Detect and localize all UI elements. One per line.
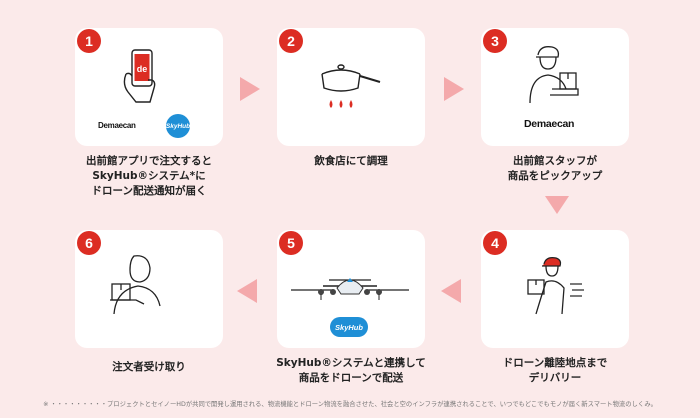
caption-line: 注文者受け取り — [112, 361, 186, 373]
caption-line: 出前館アプリで注文すると — [86, 155, 212, 167]
caption-line: 飲食店にて調理 — [314, 155, 388, 167]
step-card-2 — [277, 28, 425, 146]
arrow-right-icon — [444, 77, 464, 101]
step-caption-6: 注文者受け取り — [64, 360, 234, 375]
phone-order-icon: de — [123, 49, 156, 103]
cooking-pot-icon — [321, 64, 381, 108]
arrow-right-icon — [240, 77, 260, 101]
step-caption-3: 出前館スタッフが 商品をピックアップ — [470, 154, 640, 184]
caption-line: デリバリー — [528, 372, 582, 384]
step-number-badge: 3 — [483, 29, 507, 53]
caption-line: ドローン離陸地点まで — [502, 357, 608, 369]
step-caption-2: 飲食店にて調理 — [266, 154, 436, 169]
step-number-badge: 5 — [279, 231, 303, 255]
customer-receive-icon — [110, 255, 161, 315]
caption-line: ドローン配送通知が届く — [91, 185, 207, 197]
skyhub-logo: SkyHub — [330, 317, 368, 337]
caption-line: 商品をドローンで配送 — [298, 372, 404, 384]
demaecan-logo: Demaecan — [524, 118, 575, 130]
caption-line: 出前館スタッフが — [513, 155, 597, 167]
arrow-left-icon — [441, 279, 461, 303]
step-caption-4: ドローン離陸地点まで デリバリー — [470, 356, 640, 386]
arrow-down-icon — [545, 196, 569, 214]
staff-pickup-icon — [529, 46, 579, 104]
step-number-badge: 6 — [77, 231, 101, 255]
demaecan-logo: Demaecan — [98, 121, 136, 130]
footnote: ※ ・・・・・・・・・プロジェクトとセイノーHDが共同で開発し運用される、物流機… — [43, 401, 657, 408]
step-caption-1: 出前館アプリで注文すると SkyHub®システム*に ドローン配送通知が届く — [64, 154, 234, 199]
caption-line: SkyHub®システムと連携して — [276, 357, 426, 369]
drone-icon — [291, 278, 409, 300]
step-number-badge: 4 — [483, 231, 507, 255]
caption-line: SkyHub®システム*に — [92, 170, 206, 182]
caption-line: 商品をピックアップ — [507, 170, 603, 182]
step-number-badge: 2 — [279, 29, 303, 53]
delivery-runner-icon — [527, 257, 584, 315]
arrow-left-icon — [237, 279, 257, 303]
svg-text:de: de — [137, 64, 148, 74]
step-card-1 — [75, 28, 223, 146]
step-card-4 — [481, 230, 629, 348]
step-caption-5: SkyHub®システムと連携して 商品をドローンで配送 — [266, 356, 436, 386]
step-number-badge: 1 — [77, 29, 101, 53]
skyhub-logo: SkyHub — [166, 114, 190, 138]
